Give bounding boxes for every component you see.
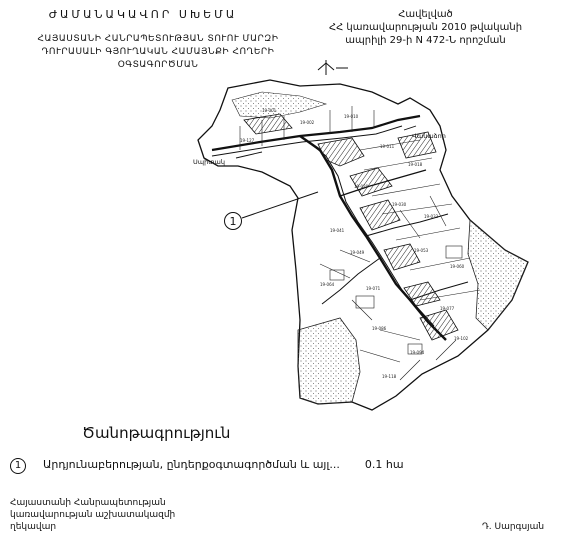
- parcel-label: 19-094: [410, 350, 425, 355]
- road-leaders: [235, 125, 417, 159]
- parcel-label: 19-002: [300, 120, 315, 125]
- parcel-label: 19-020: [354, 184, 369, 189]
- parcel-lines: [239, 106, 481, 381]
- approval-block: Հավելված ՀՀ կառավարության 2010 թվականի ա…: [318, 8, 533, 47]
- parcel-label: 19-030: [392, 202, 407, 207]
- footer-signatory: Դ. Սարգսյան: [482, 522, 545, 532]
- parcel-label: 19-053: [414, 248, 429, 253]
- stipple-area-north: [231, 91, 328, 119]
- parcel-label: 19-018: [408, 162, 423, 167]
- parcel-label: 19-064: [320, 282, 335, 287]
- parcel-label: 19-118: [382, 374, 397, 379]
- parcel-label-layer: 19-001 19-002 19-010 19-011 19-018 19-02…: [240, 108, 469, 379]
- parcel-label: 19-049: [350, 250, 365, 255]
- hatched-parcels: [243, 113, 459, 341]
- approval-line-1: Հավելված: [398, 9, 453, 20]
- footer-organization: Հայաստանի Հանրապետության կառավարության ա…: [10, 497, 270, 533]
- parcel-label: 19-011: [380, 144, 395, 149]
- parcel-label: 19-060: [450, 264, 465, 269]
- parcel-marker-1: 1: [224, 191, 319, 230]
- subtitle-line-1: ՀԱՅԱՍՏԱՆԻ ՀԱՆՐԱՊԵՏՈՒԹՅԱՆ ՏՈՒՈՒ ՄԱՐԶԻ: [37, 34, 279, 44]
- parcel-label: 19-041: [330, 228, 345, 233]
- place-label-spitak: Սպիտակ: [193, 158, 225, 166]
- note-area: 0.1 հա: [364, 458, 404, 471]
- note-number-icon: 1: [10, 458, 26, 474]
- parcel-label: 19-102: [454, 336, 469, 341]
- parcel-label: 19-077: [440, 306, 455, 311]
- notes-item-1: 1 Արդյունաբերության, ընդերքօգտագործման և…: [10, 458, 555, 474]
- parcel-label: 19-001: [262, 108, 277, 113]
- river-corridor: [211, 114, 469, 341]
- approval-line-2: ՀՀ կառավարության 2010 թվականի: [328, 22, 523, 33]
- parcel-label: 19-033: [424, 214, 439, 219]
- schema-title: ԺԱՄԱՆԱԿԱՎՈՐ ՍԽԵՄԱ: [48, 8, 238, 21]
- footer-line-3: ղեկավար: [10, 522, 57, 532]
- north-arrow-icon: [317, 60, 348, 75]
- subtitle-line-3: ՕԳՏԱԳՈՐԾՄԱՆ: [117, 60, 199, 70]
- footer-line-2: կառավարության աշխատակազմի: [10, 510, 176, 520]
- parcel-label: 19-071: [366, 286, 381, 291]
- parcel-label: 19-086: [372, 326, 387, 331]
- stipple-area-west: [297, 317, 361, 405]
- parcel-label: 19-010: [344, 114, 359, 119]
- marker-number: 1: [230, 215, 237, 228]
- schema-subtitle: ՀԱՅԱՍՏԱՆԻ ՀԱՆՐԱՊԵՏՈՒԹՅԱՆ ՏՈՒՈՒ ՄԱՐԶԻ ԴՈՒ…: [18, 33, 298, 72]
- notes-title: Ծանոթագրություն: [82, 424, 231, 442]
- subtitle-line-2: ԴՈՒՐԱՍԱԼԻ ԳՅՈՒՂԱԿԱՆ ՀԱՄԱՅՆՔԻ ՀՈՂԵՐԻ: [41, 47, 275, 57]
- place-label-vanadzor: Վանաձոր: [412, 132, 446, 140]
- footer-line-1: Հայաստանի Հանրապետության: [10, 498, 166, 508]
- stipple-area-east: [467, 219, 529, 331]
- land-use-map: 19-001 19-002 19-010 19-011 19-018 19-02…: [193, 60, 529, 411]
- note-text: Արդյունաբերության, ընդերքօգտագործման և ա…: [43, 458, 340, 471]
- approval-line-3: ապրիլի 29-ի N 472-Ն որոշման: [345, 35, 506, 46]
- parcel-label: 19-127: [240, 138, 255, 143]
